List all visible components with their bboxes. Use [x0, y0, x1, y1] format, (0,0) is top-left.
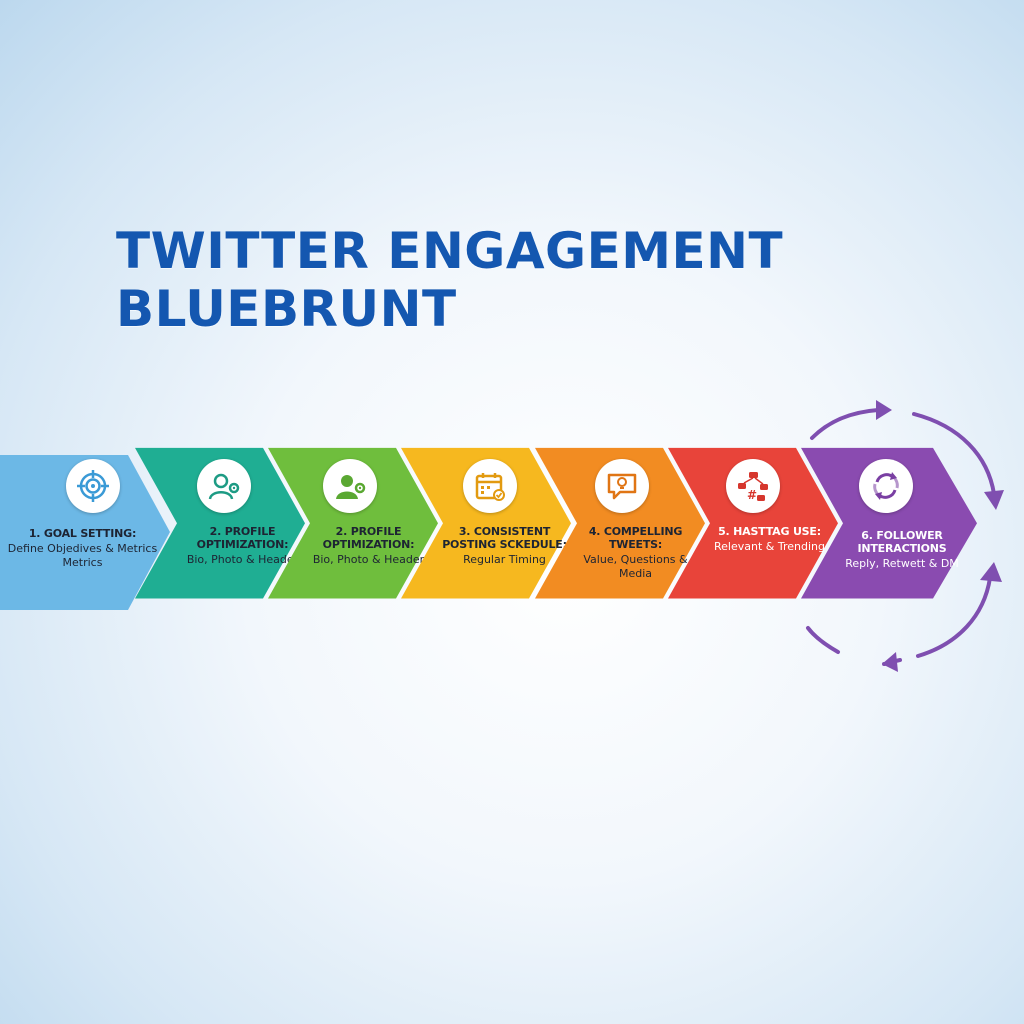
step-consistent-posting-schedule: 3. CONSISTENT POSTING SCKEDULE: Regular …	[401, 447, 576, 610]
step-icon-circle	[859, 459, 913, 513]
step-title: 5. HASTTAG USE:	[718, 525, 821, 538]
step-text: 2. PROFILE OPTIMIZATION: Bio, Photo & He…	[304, 525, 433, 567]
cycle-arrow-right-lower	[916, 576, 992, 658]
step-desc: Bio, Photo & Header	[312, 553, 425, 566]
step-text: 4. COMPELLING TWEETS: Value, Questions &…	[569, 525, 702, 581]
step-desc: Value, Questions & Media	[583, 553, 688, 580]
step-text: 6. FOLLOWER INTERACTIONS Reply, Retwett …	[837, 529, 967, 571]
cycle-arrowhead-right-upper	[984, 490, 1004, 510]
step-desc: Relevant & Trending	[714, 540, 825, 553]
step-text: 5. HASTTAG USE: Relevant & Trending	[706, 525, 833, 554]
step-profile-optimization-1: 2. PROFILE OPTIMIZATION: Bio, Photo & He…	[135, 447, 310, 610]
step-compelling-tweets: 4. COMPELLING TWEETS: Value, Questions &…	[535, 447, 710, 610]
step-title: 6. FOLLOWER INTERACTIONS	[857, 529, 947, 555]
step-goal-setting: 1. GOAL SETTING: Define Objedives & Metr…	[0, 455, 175, 610]
cycle-arrowhead-top	[876, 400, 892, 420]
step-6-fill	[668, 447, 838, 599]
step-desc: Reply, Retwett & DM	[845, 557, 959, 570]
cycle-arrow-left	[806, 626, 840, 654]
step-title: 4. COMPELLING TWEETS:	[588, 525, 683, 551]
profile-gear-icon	[208, 473, 240, 500]
step-desc: Define Objedives & Metrics Metrics	[7, 542, 158, 569]
step-shape	[801, 447, 977, 599]
step-shape	[535, 447, 705, 599]
step-title: 2. PROFILE OPTIMIZATION:	[322, 525, 415, 551]
cycle-arrows-icon	[873, 472, 899, 500]
step-desc: Regular Timing	[463, 553, 546, 566]
hashtag-network-icon: #	[738, 472, 768, 502]
step-title: 1. GOAL SETTING:	[28, 527, 137, 540]
cycle-arrowhead-bottom	[882, 652, 898, 672]
step-icon-circle: #	[726, 459, 780, 513]
step-5-fill	[535, 447, 705, 599]
cycle-arrow-right-upper	[912, 412, 996, 496]
step-icon-circle	[323, 459, 377, 513]
cycle-arrow-top	[810, 408, 880, 440]
step-hashtag-use: # 5. HASTTAG USE: Relevant & Trending	[668, 447, 843, 610]
step-text: 3. CONSISTENT POSTING SCKEDULE: Regular …	[439, 525, 570, 567]
step-text: 2. PROFILE OPTIMIZATION: Bio, Photo & He…	[181, 525, 304, 567]
step-3-fill	[268, 447, 438, 599]
step-desc: Bio, Photo & Header	[186, 553, 299, 566]
cycle-arrows-decoration	[806, 400, 1004, 672]
step-profile-optimization-2: 2. PROFILE OPTIMIZATION: Bio, Photo & He…	[268, 447, 443, 610]
step-title: 2. PROFILE OPTIMIZATION:	[196, 525, 289, 551]
page-title: TWITTER ENGAGEMENT BLUEBRUNT	[116, 222, 783, 338]
step-shape	[0, 455, 170, 610]
cycle-arrowhead-right-lower	[980, 562, 1002, 582]
step-text: 1. GOAL SETTING: Define Objedives & Metr…	[4, 527, 161, 570]
step-icon-circle	[66, 459, 120, 513]
step-shape	[135, 447, 305, 599]
lightbulb-speech-icon	[607, 473, 637, 500]
step-7-fill	[801, 447, 977, 599]
target-icon	[77, 470, 109, 502]
step-follower-interactions: 6. FOLLOWER INTERACTIONS Reply, Retwett …	[801, 447, 979, 610]
step-icon-circle	[595, 459, 649, 513]
title-line-2: BLUEBRUNT	[116, 280, 457, 338]
step-shape	[401, 447, 571, 599]
step-shape	[668, 447, 838, 599]
profile-gear-icon	[336, 475, 366, 499]
step-icon-circle	[463, 459, 517, 513]
svg-text:#: #	[747, 488, 757, 502]
title-line-1: TWITTER ENGAGEMENT	[116, 222, 784, 280]
step-2-fill	[135, 447, 305, 599]
step-title: 3. CONSISTENT POSTING SCKEDULE:	[442, 525, 567, 551]
step-1-fill	[0, 455, 170, 610]
step-shape	[268, 447, 438, 599]
step-icon-circle	[197, 459, 251, 513]
step-4-fill	[401, 447, 571, 599]
calendar-icon	[475, 473, 505, 501]
